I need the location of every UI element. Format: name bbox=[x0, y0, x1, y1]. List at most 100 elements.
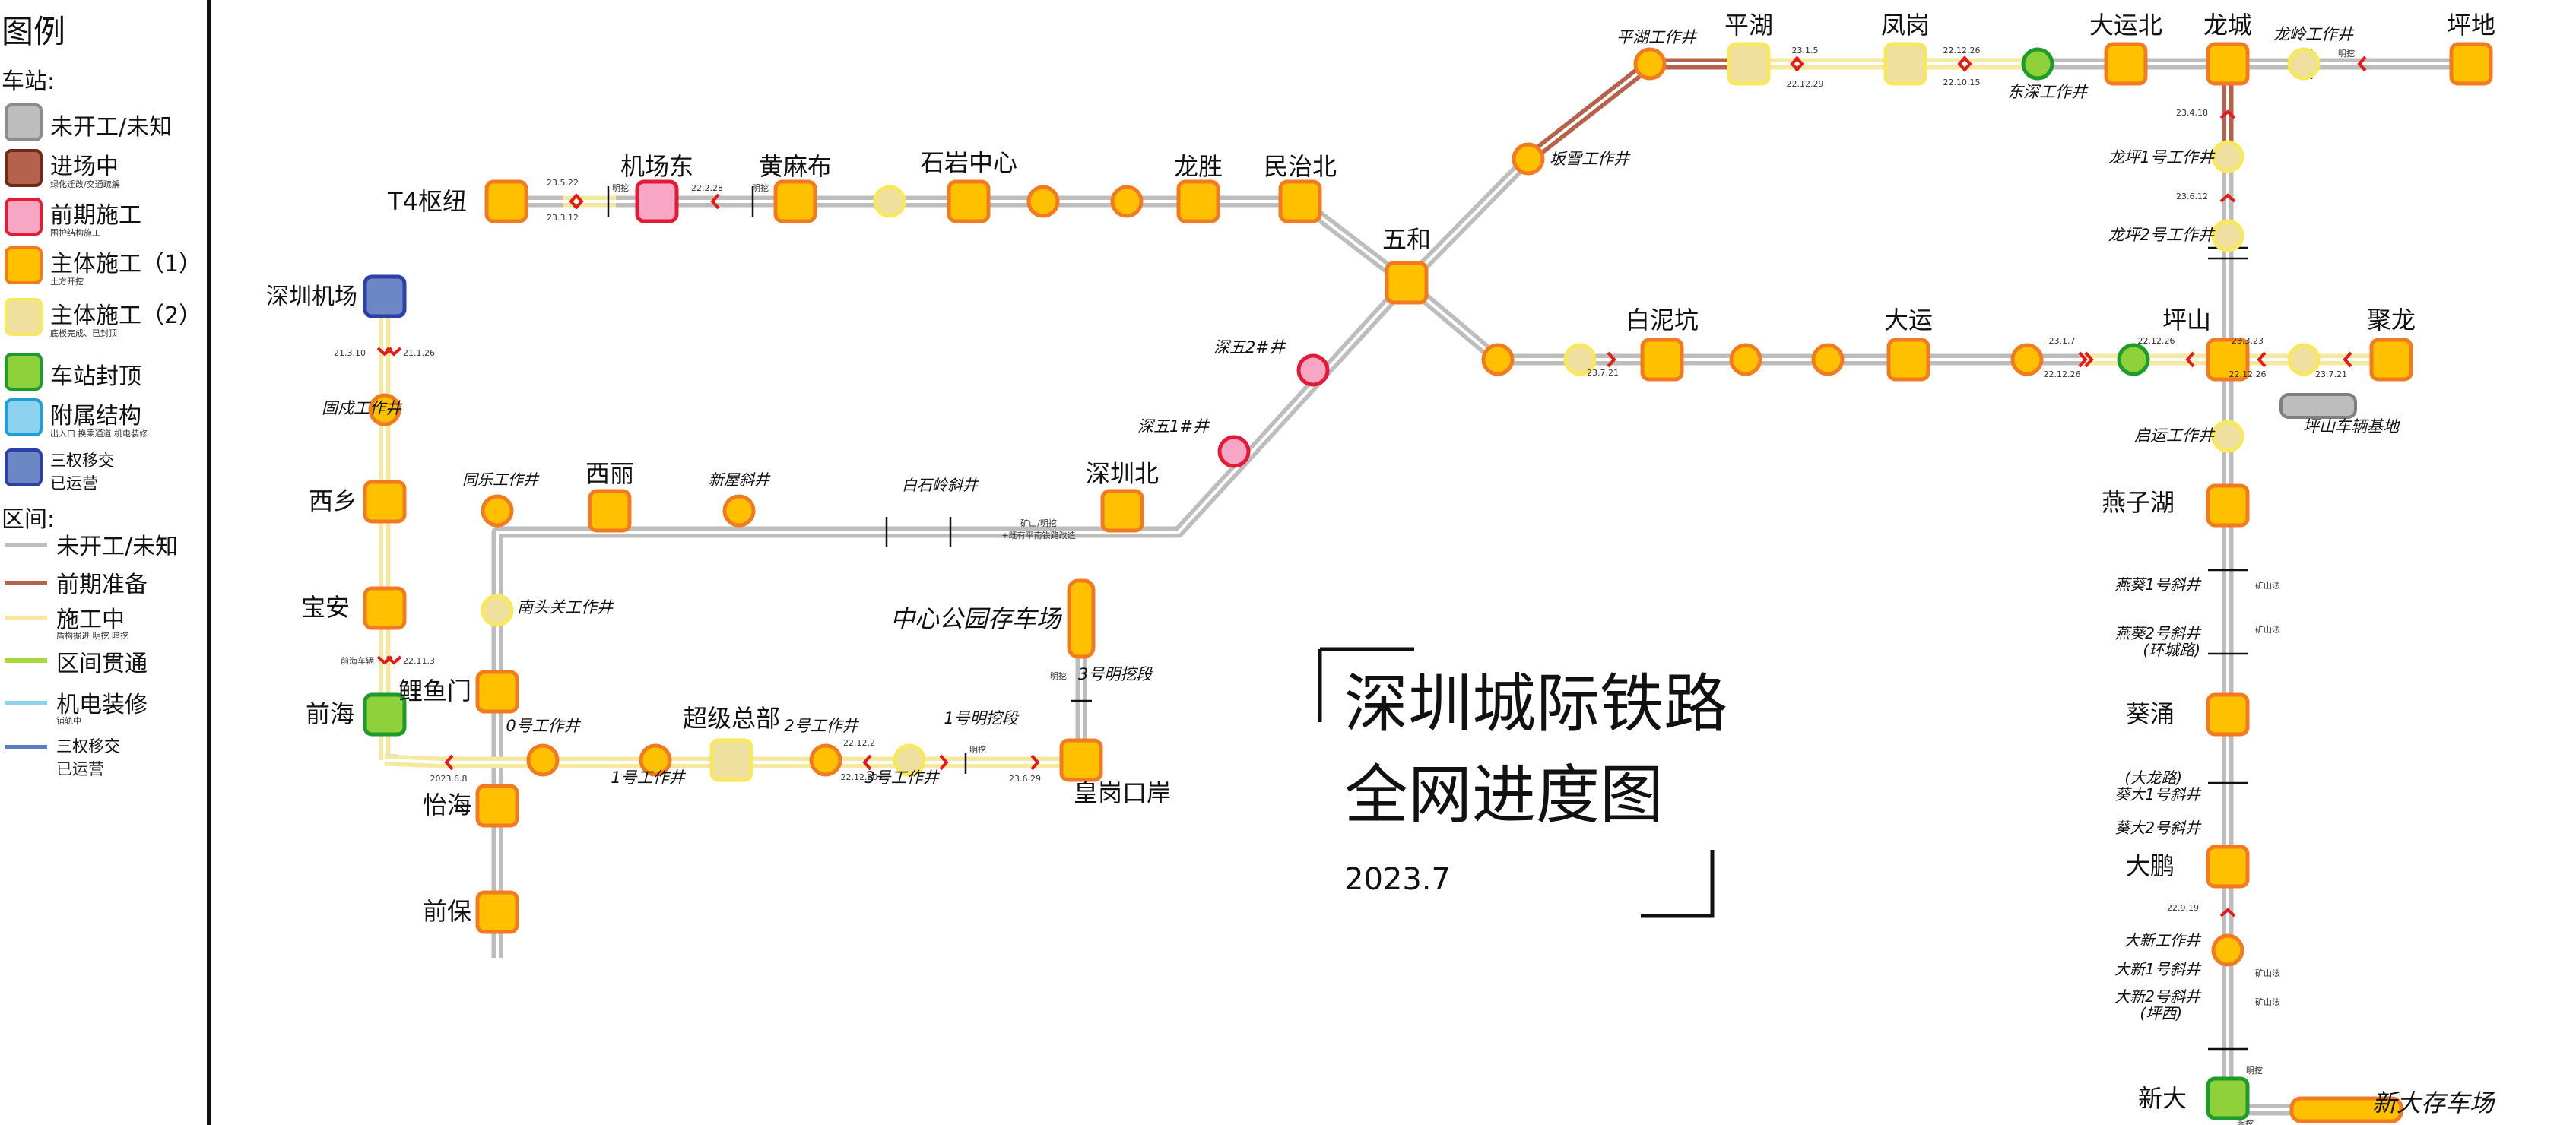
legend-sections-heading: 区间: bbox=[2, 506, 56, 533]
shaft-label: 龙坪1号工作井 bbox=[2108, 148, 2216, 166]
shaft-marker bbox=[2211, 933, 2244, 967]
shaft-marker bbox=[2010, 343, 2044, 376]
shaft-marker bbox=[1811, 343, 1845, 376]
shaft-marker bbox=[1296, 353, 1330, 387]
shaft-label: 燕葵1号斜井 bbox=[2114, 575, 2202, 594]
station-label: 鲤鱼门 bbox=[398, 677, 471, 705]
legend-label: 主体施工（2） bbox=[50, 303, 202, 329]
tbm-arrow-icon bbox=[2219, 908, 2236, 917]
progress-note: 22.2.28 bbox=[691, 183, 723, 193]
station-label: 怡海 bbox=[423, 791, 471, 819]
shaft-marker bbox=[1481, 343, 1515, 376]
station-13 bbox=[1886, 338, 1930, 382]
progress-note: 明挖 bbox=[969, 744, 986, 755]
station-6 bbox=[1385, 261, 1429, 305]
progress-note: 23.1.5 bbox=[1792, 46, 1819, 55]
track-qianhai-east-gap bbox=[384, 759, 497, 764]
legend-sublabel: 铺轨中 bbox=[56, 716, 81, 726]
tbm-arrow-icon bbox=[1030, 754, 1040, 771]
depot-label: 坪山车辆基地 bbox=[2303, 417, 2400, 436]
track-to-shenzhenbei-gap bbox=[909, 281, 1408, 534]
legend-title: 图例 bbox=[2, 13, 66, 50]
tbm-arrow-icon bbox=[862, 754, 872, 771]
tbm-arrow-icon bbox=[1962, 55, 1972, 72]
line-blue-icon bbox=[5, 701, 47, 705]
progress-note: 矿山/明挖 bbox=[1020, 518, 1057, 528]
station-label: 平湖 bbox=[1724, 11, 1773, 40]
station-22 bbox=[363, 586, 407, 630]
legend-sublabel: 底板完成、已封顶 bbox=[50, 328, 117, 338]
shaft-marker bbox=[2021, 47, 2054, 81]
tbm-arrow-icon bbox=[2185, 351, 2195, 368]
progress-note: 23.5.22 bbox=[547, 178, 579, 188]
station-8 bbox=[1883, 42, 1927, 86]
progress-note: 22.12.20 bbox=[841, 772, 878, 782]
shaft-label: 1号明挖段 bbox=[944, 709, 1019, 727]
shaft-label: 葵大1号斜井 bbox=[2114, 785, 2202, 803]
tbm-arrow-icon bbox=[385, 347, 402, 357]
station-brown-icon bbox=[5, 149, 43, 187]
station-7 bbox=[1727, 42, 1771, 86]
depot-central-park bbox=[1067, 578, 1096, 659]
progress-note: 23.7.21 bbox=[2315, 369, 2347, 379]
progress-note: 23.4.18 bbox=[2176, 108, 2208, 118]
depot-pingshan bbox=[2279, 393, 2357, 419]
station-grey-icon bbox=[5, 103, 43, 141]
station-label: 白泥坑 bbox=[1626, 306, 1699, 334]
progress-note: 前海车辆 bbox=[341, 655, 374, 666]
shaft-label: 葵大2号斜井 bbox=[2114, 819, 2202, 837]
station-21 bbox=[363, 480, 407, 524]
station-label: 石岩中心 bbox=[920, 148, 1017, 177]
progress-note: 23.6.29 bbox=[1009, 774, 1041, 784]
station-26 bbox=[475, 890, 519, 934]
progress-note: 22.11.3 bbox=[403, 656, 435, 666]
progress-note: 22.12.26 bbox=[2138, 336, 2175, 346]
legend-label: 施工中 bbox=[56, 607, 125, 633]
tbm-arrow-icon bbox=[385, 655, 402, 665]
shaft-marker bbox=[2117, 343, 2150, 376]
station-cream-icon bbox=[5, 298, 43, 336]
shaft-label: 固戍工作井 bbox=[322, 399, 403, 417]
shaft-label: 新屋斜井 bbox=[709, 471, 771, 489]
station-29 bbox=[709, 738, 753, 782]
progress-note: 明挖 bbox=[612, 182, 629, 193]
station-label: 凤岗 bbox=[1881, 11, 1930, 40]
shaft-label: 3号明挖段 bbox=[1078, 665, 1153, 683]
shaft-label: 平湖工作井 bbox=[1616, 28, 1698, 46]
station-label: 龙城 bbox=[2203, 11, 2252, 40]
station-3 bbox=[947, 179, 991, 223]
shaft-label: 0号工作井 bbox=[506, 717, 581, 735]
shaft-label: 深五2#井 bbox=[1213, 338, 1286, 357]
legend-label: 未开工/未知 bbox=[56, 534, 179, 560]
station-label: 聚龙 bbox=[2367, 306, 2416, 334]
track-ne-brown-gap bbox=[1527, 62, 1651, 160]
line-grey-icon bbox=[5, 543, 47, 547]
legend-label: 区间贯通 bbox=[56, 651, 148, 677]
shaft-label: 2号工作井 bbox=[784, 717, 859, 735]
legend-divider bbox=[207, 0, 211, 1125]
depot-label: 中心公园存车场 bbox=[890, 604, 1063, 633]
station-label: 大运 bbox=[1884, 306, 1933, 334]
line-navy-icon bbox=[5, 745, 47, 749]
station-green-icon bbox=[5, 353, 43, 391]
station-navy-icon bbox=[5, 448, 43, 486]
progress-note: 明挖 bbox=[752, 182, 769, 193]
shaft-marker bbox=[2211, 140, 2244, 173]
legend-label: 前期施工 bbox=[50, 202, 141, 229]
shaft-marker bbox=[2211, 219, 2244, 252]
station-0 bbox=[484, 179, 528, 223]
station-label: 大鹏 bbox=[2126, 851, 2175, 880]
tbm-arrow-icon bbox=[444, 754, 454, 771]
shaft-label: 龙坪2号工作井 bbox=[2108, 226, 2216, 244]
shaft-label: 大新工作井 bbox=[2124, 931, 2202, 949]
progress-note: +既有平南铁路改造 bbox=[1001, 530, 1075, 540]
station-4 bbox=[1176, 179, 1220, 223]
map-title: 深圳城际铁路 bbox=[1344, 667, 1727, 741]
station-28 bbox=[1100, 489, 1144, 533]
legend-label: 附属结构 bbox=[50, 403, 141, 429]
progress-note: 22.9.19 bbox=[2167, 903, 2199, 913]
progress-note: 22.12.26 bbox=[2229, 369, 2267, 379]
legend-label: 进场中 bbox=[50, 154, 119, 180]
progress-note: 22.12.26 bbox=[2044, 369, 2081, 379]
station-25 bbox=[475, 784, 519, 828]
